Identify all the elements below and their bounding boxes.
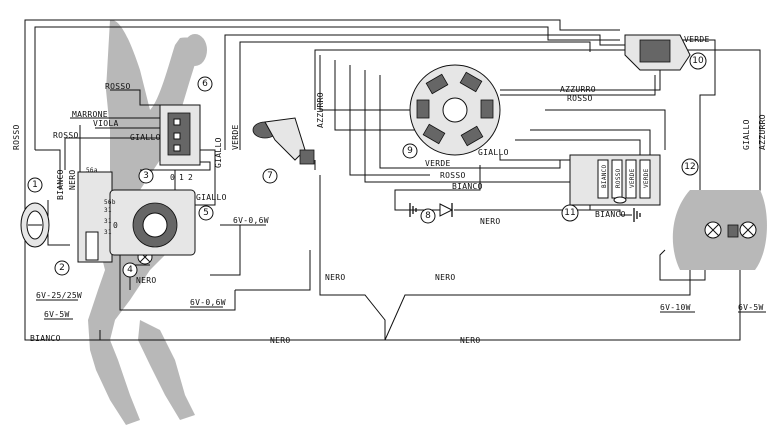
regulator-terminal-verde-1: VERDE: [629, 168, 636, 188]
label-rosso-mid: ROSSO: [53, 131, 79, 140]
label-rosso-left: ROSSO: [12, 124, 21, 150]
svg-text:9: 9: [407, 146, 413, 156]
label-azzurro-horn: AZZURRO: [316, 92, 325, 128]
component-4-number: 4: [122, 262, 138, 278]
speedometer: [109, 189, 196, 256]
svg-text:7: 7: [267, 171, 273, 181]
regulator-terminal-verde-2: VERDE: [643, 168, 650, 188]
label-azzurro-top: AZZURRO: [560, 85, 596, 94]
headlamp-connector: [77, 171, 113, 263]
label-giallo-stator: GIALLO: [478, 148, 509, 157]
svg-text:5: 5: [203, 208, 209, 218]
svg-text:11: 11: [564, 208, 575, 218]
headlamp-terminal-56b: 56b: [104, 199, 116, 206]
svg-text:4: 4: [127, 265, 133, 275]
label-bianco-stator: BIANCO: [452, 182, 483, 191]
svg-text:2: 2: [59, 263, 65, 273]
rating-labels: 6V-25/25W 6V-5W 6V-0,6W 6V-0,6W 6V-10W 6…: [36, 216, 766, 320]
label-nero-left: NERO: [68, 170, 77, 190]
component-3-number: 3: [138, 168, 154, 184]
label-nero-center-right: NERO: [435, 273, 455, 282]
svg-text:10: 10: [692, 56, 704, 66]
switch-terminal-1: 1: [179, 173, 184, 182]
wires: [24, 19, 761, 341]
label-verde-coil: VERDE: [684, 35, 710, 44]
horn: [252, 117, 315, 165]
regulator-terminal-rosso: ROSSO: [615, 168, 622, 188]
label-giallo-vertical: GIALLO: [214, 137, 223, 168]
rating-indicator-lamp: 6V-0,6W: [190, 298, 226, 307]
label-azzurro-right: AZZURRO: [758, 114, 767, 150]
svg-text:8: 8: [425, 211, 431, 221]
component-11-number: 11: [561, 204, 579, 222]
label-bianco-regulator: BIANCO: [595, 210, 626, 219]
headlamp-terminal-31b: 31: [104, 218, 112, 225]
rating-rear-side: 6V-5W: [738, 303, 764, 312]
headlamp-terminal-31a: 31: [104, 207, 112, 214]
label-nero-bottom-right: NERO: [460, 336, 480, 345]
svg-text:6: 6: [202, 79, 208, 89]
label-rosso-top-right: ROSSO: [567, 94, 593, 103]
component-2-number: 2: [54, 260, 70, 276]
label-nero-center-left: NERO: [325, 273, 345, 282]
rating-rear-main: 6V-10W: [660, 303, 691, 312]
light-switch: [159, 104, 201, 166]
headlamp-component: [20, 202, 50, 248]
headlamp-terminal-31c: 31: [104, 229, 112, 236]
label-rosso-top: ROSSO: [105, 82, 131, 91]
label-nero-bottom-left: NERO: [270, 336, 290, 345]
component-10-number: 10: [689, 52, 707, 70]
label-rosso-stator: ROSSO: [440, 171, 466, 180]
rating-speedo-lamp: 6V-0,6W: [233, 216, 269, 225]
svg-text:3: 3: [143, 171, 149, 181]
rating-side-lamp: 6V-5W: [44, 310, 70, 319]
label-bianco-left: BIANCO: [56, 169, 65, 200]
ignition-coil: [624, 34, 691, 71]
component-12-number: 12: [681, 158, 699, 176]
component-6-number: 6: [197, 76, 213, 92]
label-verde-stator: VERDE: [425, 159, 451, 168]
label-giallo-speedo: GIALLO: [196, 193, 227, 202]
svg-text:12: 12: [684, 162, 695, 172]
label-nero-diode: NERO: [480, 217, 500, 226]
speedo-terminal-0: 0: [113, 221, 118, 230]
label-verde-vertical: VERDE: [231, 124, 240, 150]
rating-main-lamp: 6V-25/25W: [36, 291, 82, 300]
regulator-terminal-bianco: BIANCO: [601, 164, 608, 188]
rear-lamp: [672, 190, 767, 270]
terminal-labels: 0 1 2 0 56a 56b 31 31 31 BIANCO ROSSO VE…: [86, 164, 650, 236]
component-9-number: 9: [402, 143, 418, 159]
wire-labels: ROSSO MARRONE VIOLA ROSSO GIALLO ROSSO B…: [12, 35, 767, 345]
voltage-regulator: [569, 154, 661, 206]
label-bianco-bottom: BIANCO: [30, 334, 61, 343]
component-5-number: 5: [198, 205, 214, 221]
component-numbers: 1 2 3 4 5 6 7 8 9 10 11 12: [27, 52, 707, 278]
label-viola: VIOLA: [93, 119, 119, 128]
component-8-number: 8: [420, 208, 436, 224]
stator: [409, 64, 501, 156]
component-7-number: 7: [262, 168, 278, 184]
svg-text:1: 1: [32, 180, 38, 190]
ground-and-diode: [409, 203, 641, 222]
label-giallo-switch: GIALLO: [130, 133, 161, 142]
switch-terminal-0: 0: [170, 173, 175, 182]
headlamp-terminal-56a: 56a: [86, 167, 98, 174]
component-1-number: 1: [27, 177, 43, 193]
switch-terminal-2: 2: [188, 173, 193, 182]
label-marrone: MARRONE: [72, 110, 108, 119]
label-nero-speedo: NERO: [136, 276, 156, 285]
label-giallo-right: GIALLO: [742, 119, 751, 150]
